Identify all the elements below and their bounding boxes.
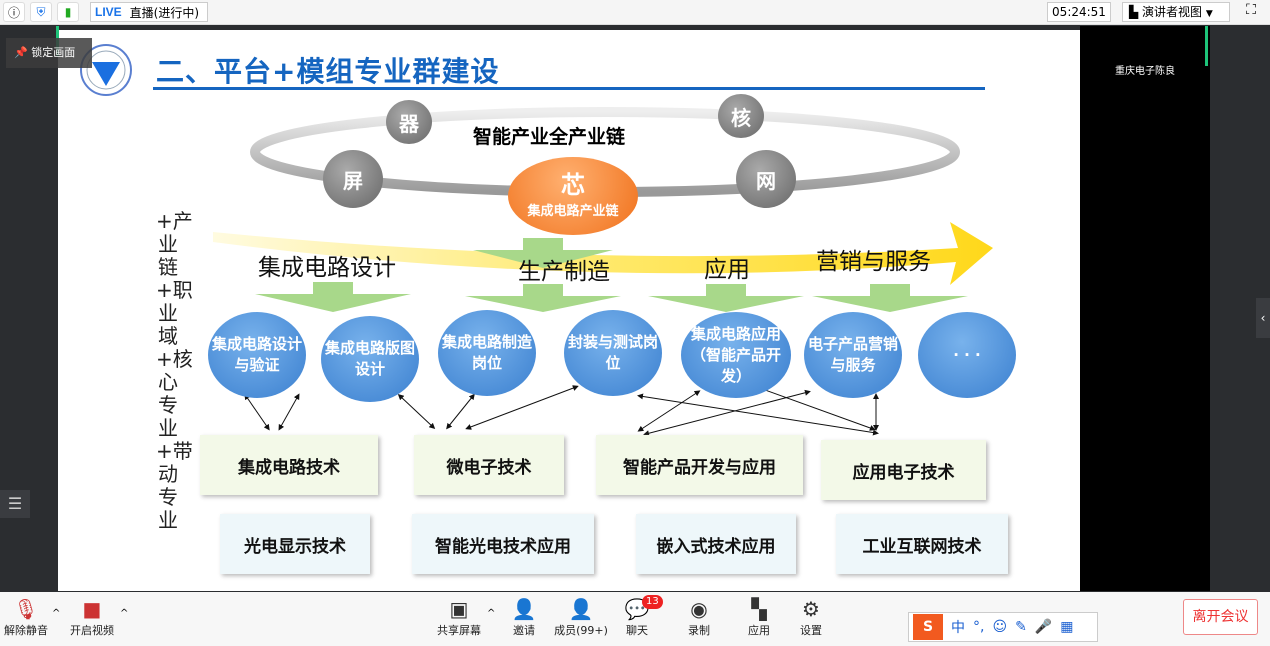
- down-arrows: [255, 238, 968, 312]
- position-circle: 封装与测试岗位: [564, 310, 662, 396]
- sogou-logo[interactable]: S: [913, 614, 943, 640]
- major-box: 应用电子技术: [821, 440, 986, 500]
- shared-slide: 二、平台+模组专业群建设 智能产业全产业链 器 核 屏 网 芯 集成电路产业链 …: [58, 30, 1080, 591]
- speaker-video-pane: 重庆电子陈良: [1080, 26, 1210, 591]
- ime-toolbar: S 中 °, ☺ ✎ 🎤 ▦: [908, 612, 1098, 642]
- fullscreen-icon[interactable]: ⛶: [1246, 2, 1256, 18]
- mic-icon[interactable]: 🎤: [1034, 619, 1053, 635]
- share-screen-button[interactable]: ▣共享屏幕: [429, 596, 489, 638]
- stage-arrow-band: [213, 222, 993, 285]
- gear-icon: ⚙: [802, 597, 820, 621]
- major-box: 集成电路技术: [200, 435, 378, 495]
- invite-button[interactable]: 👤邀请: [494, 596, 554, 638]
- major-box: 微电子技术: [414, 435, 564, 495]
- chat-badge: 13: [642, 595, 663, 609]
- major-box: 嵌入式技术应用: [636, 514, 796, 574]
- info-icon[interactable]: ⓘ: [3, 2, 25, 22]
- down-arrow: [812, 284, 968, 312]
- speaker-name: 重庆电子陈良: [1115, 66, 1175, 77]
- stage-label: 营销与服务: [816, 249, 931, 275]
- major-box: 智能光电技术应用: [412, 514, 594, 574]
- circle-he: 核: [718, 94, 764, 138]
- position-circle: · · ·: [918, 312, 1016, 398]
- share-screen-icon: ▣: [449, 597, 469, 621]
- major-box: 光电显示技术: [220, 514, 370, 574]
- slide-graphics: [213, 107, 993, 437]
- chain-label: 智能产业全产业链: [473, 126, 626, 148]
- school-logo: [80, 44, 132, 96]
- position-circle: 集成电路设计与验证: [208, 312, 306, 398]
- members-icon: 👤: [568, 597, 594, 621]
- signal-icon[interactable]: ▮: [57, 2, 79, 22]
- mic-options-chevron[interactable]: ^: [52, 608, 61, 619]
- pen-icon[interactable]: ✎: [1015, 619, 1027, 635]
- circle-wang: 网: [736, 150, 796, 208]
- invite-icon: 👤: [511, 597, 537, 621]
- list-icon[interactable]: ☰: [0, 490, 30, 518]
- ime-punct-toggle[interactable]: °,: [973, 619, 985, 635]
- video-off-icon: ■: [82, 597, 102, 621]
- slide-title: 二、平台+模组专业群建设: [156, 55, 500, 88]
- pin-icon: 📌: [14, 46, 28, 59]
- shield-icon[interactable]: ⛨: [30, 2, 52, 22]
- grid-icon[interactable]: ▦: [1060, 619, 1074, 635]
- record-icon: ◉: [690, 597, 708, 621]
- apps-icon: ▚: [751, 597, 767, 621]
- position-circle: 集成电路应用（智能产品开发）: [681, 312, 791, 398]
- stage-label: 应用: [704, 257, 750, 283]
- mic-off-icon: 🎙: [13, 597, 39, 621]
- major-box: 智能产品开发与应用: [596, 435, 803, 495]
- vertical-caption: +产业链+职业域+核心专业+带动专业: [156, 209, 193, 532]
- emoji-icon[interactable]: ☺: [992, 619, 1008, 635]
- position-circle: 集成电路制造岗位: [438, 310, 536, 396]
- video-options-chevron[interactable]: ^: [120, 608, 129, 619]
- settings-button[interactable]: ⚙设置: [781, 596, 841, 638]
- record-button[interactable]: ◉录制: [669, 596, 729, 638]
- view-mode-dropdown[interactable]: ▙ 演讲者视图 ▼: [1122, 2, 1230, 22]
- circle-qi: 器: [386, 100, 432, 144]
- title-underline: [153, 87, 985, 90]
- collapse-panel-button[interactable]: ‹: [1256, 298, 1270, 338]
- unmute-button[interactable]: 🎙解除静音: [0, 596, 56, 638]
- ime-lang-toggle[interactable]: 中: [951, 620, 965, 636]
- major-box: 工业互联网技术: [836, 514, 1008, 574]
- position-circle: 电子产品营销与服务: [804, 312, 902, 398]
- leave-meeting-button[interactable]: 离开会议: [1183, 599, 1258, 635]
- stage-label: 集成电路设计: [258, 255, 396, 281]
- down-arrow: [648, 284, 804, 312]
- down-arrow: [255, 282, 411, 312]
- core-circle: 芯 集成电路产业链: [508, 157, 638, 235]
- lock-view-button[interactable]: 📌 锁定画面: [6, 38, 92, 68]
- meeting-timer: 05:24:51: [1047, 2, 1111, 22]
- start-video-button[interactable]: ■开启视频: [62, 596, 122, 638]
- circle-ping: 屏: [323, 150, 383, 208]
- apps-button[interactable]: ▚应用: [729, 596, 789, 638]
- active-indicator: [1205, 26, 1208, 66]
- position-circle: 集成电路版图设计: [321, 316, 419, 402]
- members-button[interactable]: 👤成员(99+): [551, 596, 611, 638]
- chevron-down-icon: ▼: [1205, 9, 1213, 19]
- share-options-chevron[interactable]: ^: [487, 608, 496, 619]
- down-arrow: [473, 238, 613, 268]
- stage-label: 生产制造: [518, 259, 610, 285]
- down-arrow: [465, 284, 621, 312]
